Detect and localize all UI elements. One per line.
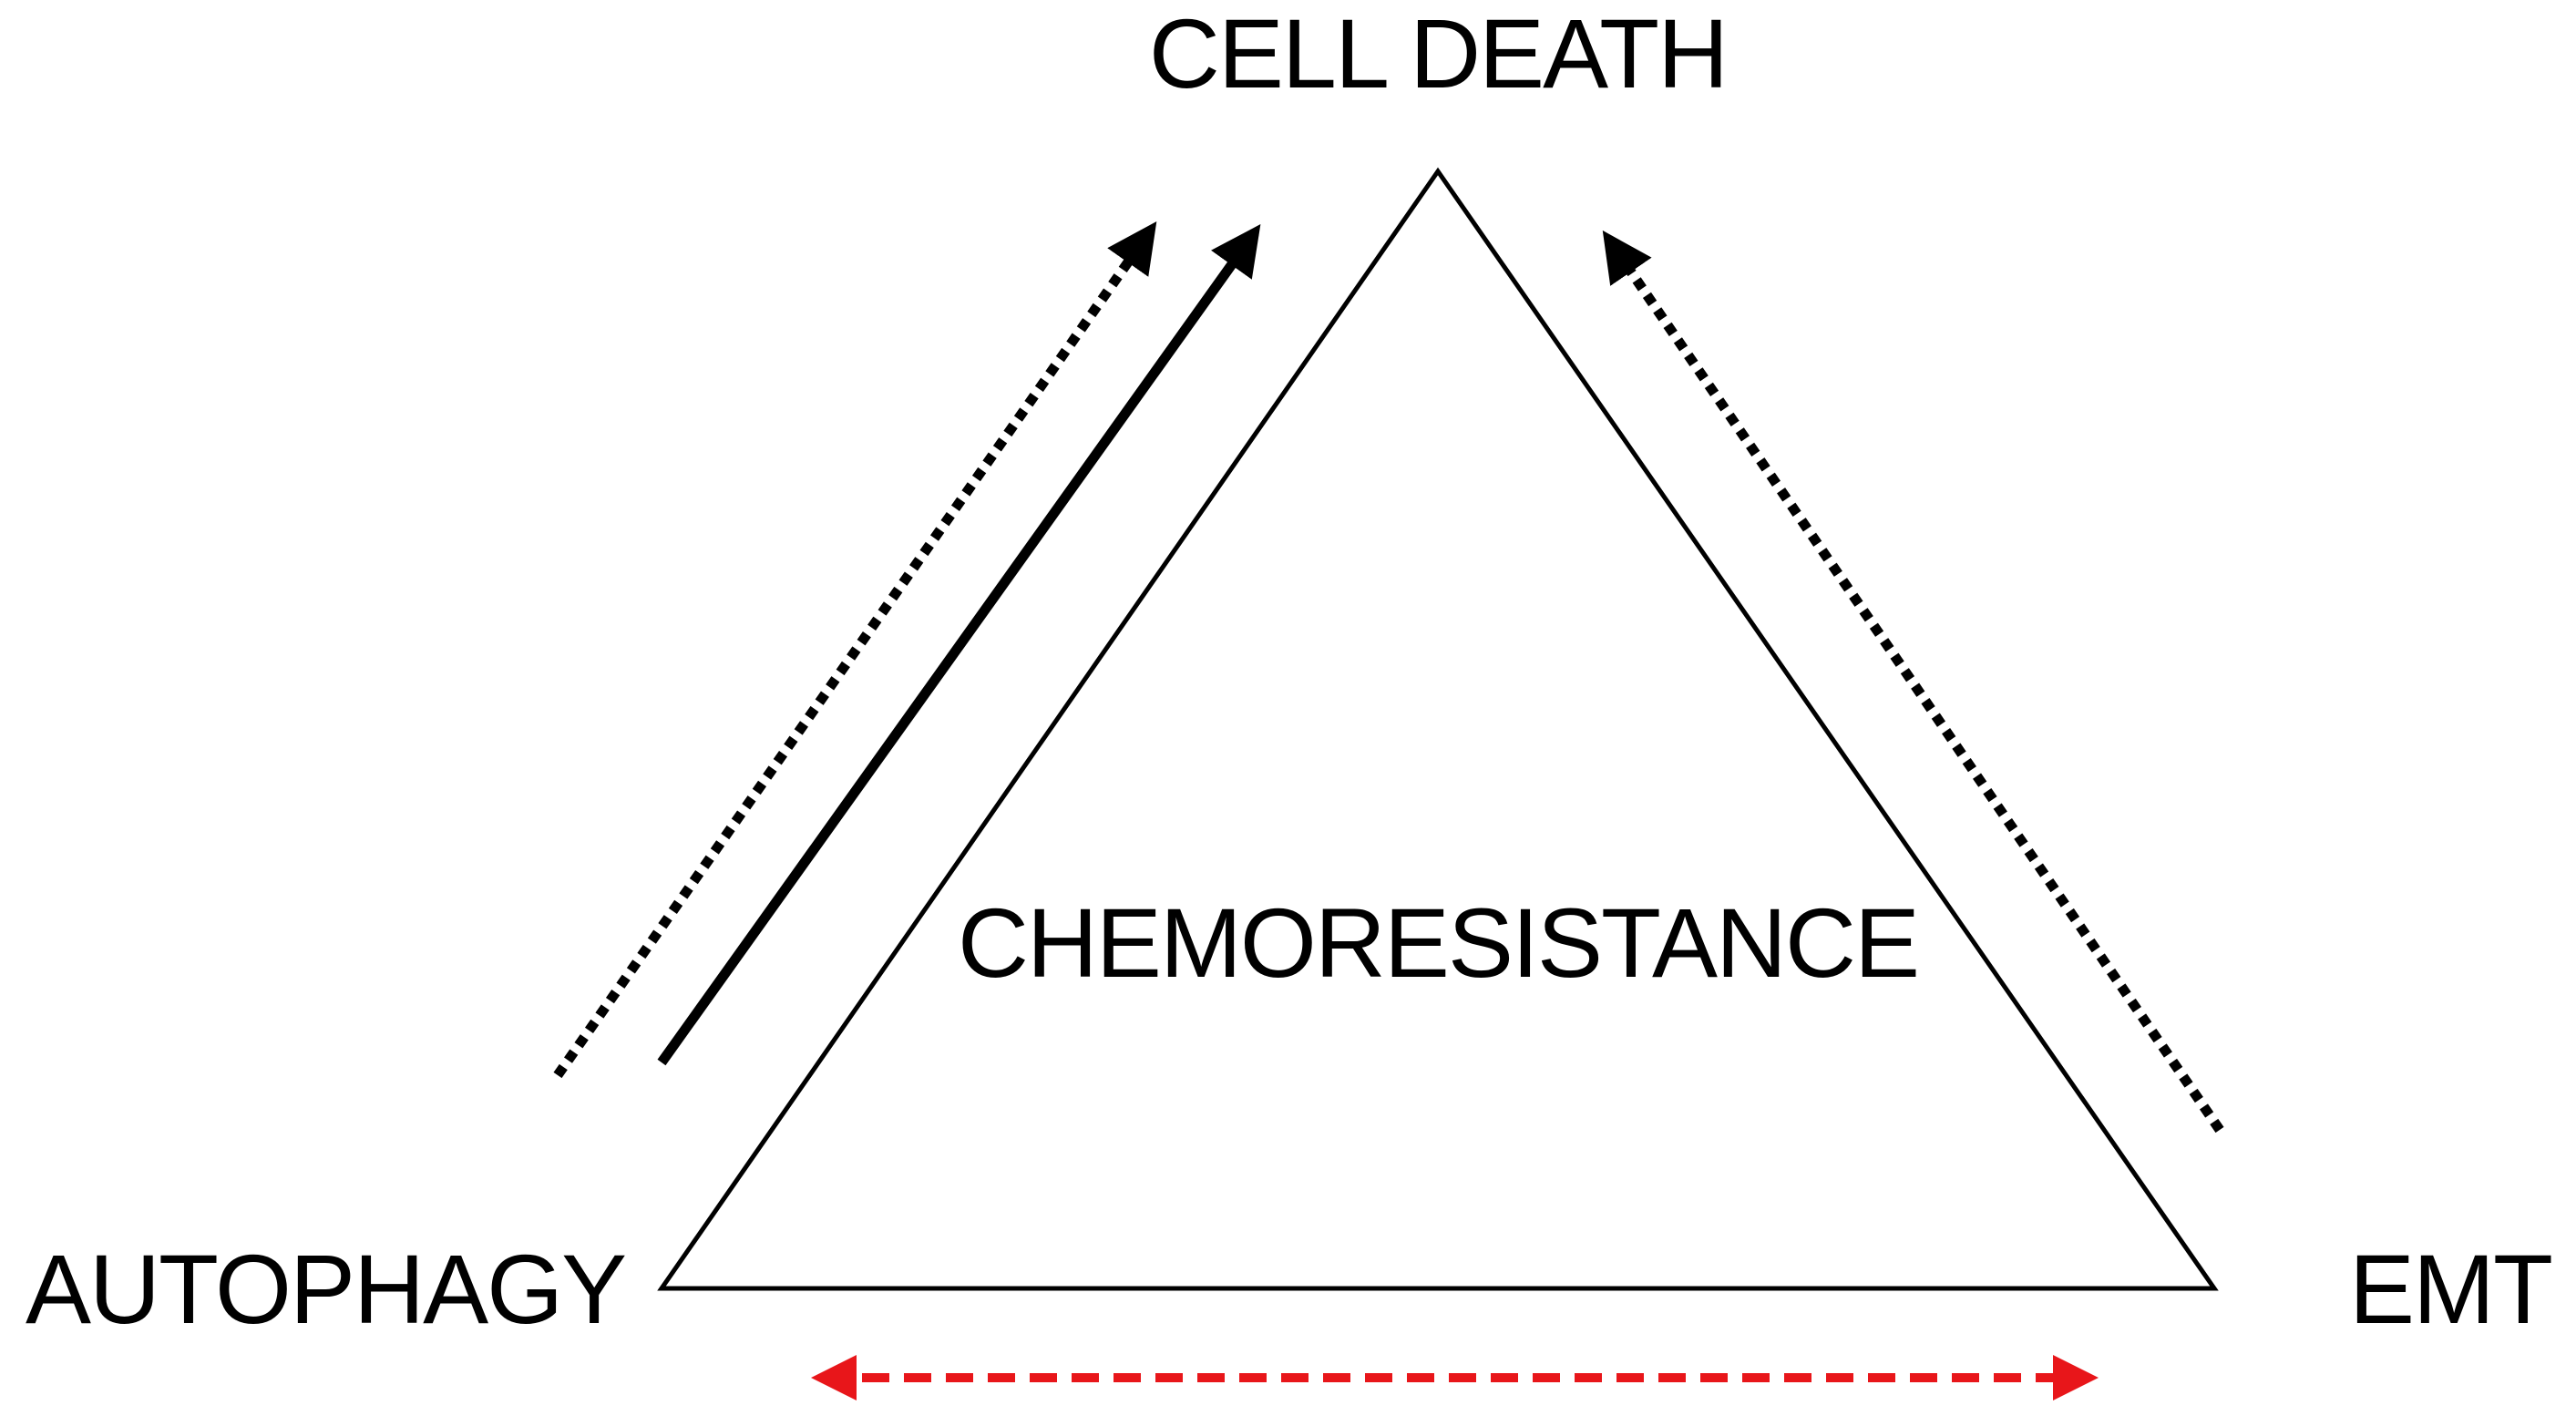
emt-to-cell-death-dotted-arrow	[1602, 230, 2224, 1134]
autophagy-to-cell-death-solid-arrow	[657, 224, 1261, 1066]
autophagy-label: AUTOPHAGY	[26, 1234, 625, 1344]
cell-death-label: CELL DEATH	[1149, 0, 1727, 108]
autophagy-to-cell-death-dotted-arrow	[553, 221, 1157, 1079]
triangle	[657, 167, 2219, 1291]
emt-label: EMT	[2349, 1234, 2551, 1344]
chemoresistance-label: CHEMORESISTANCE	[958, 887, 1918, 998]
